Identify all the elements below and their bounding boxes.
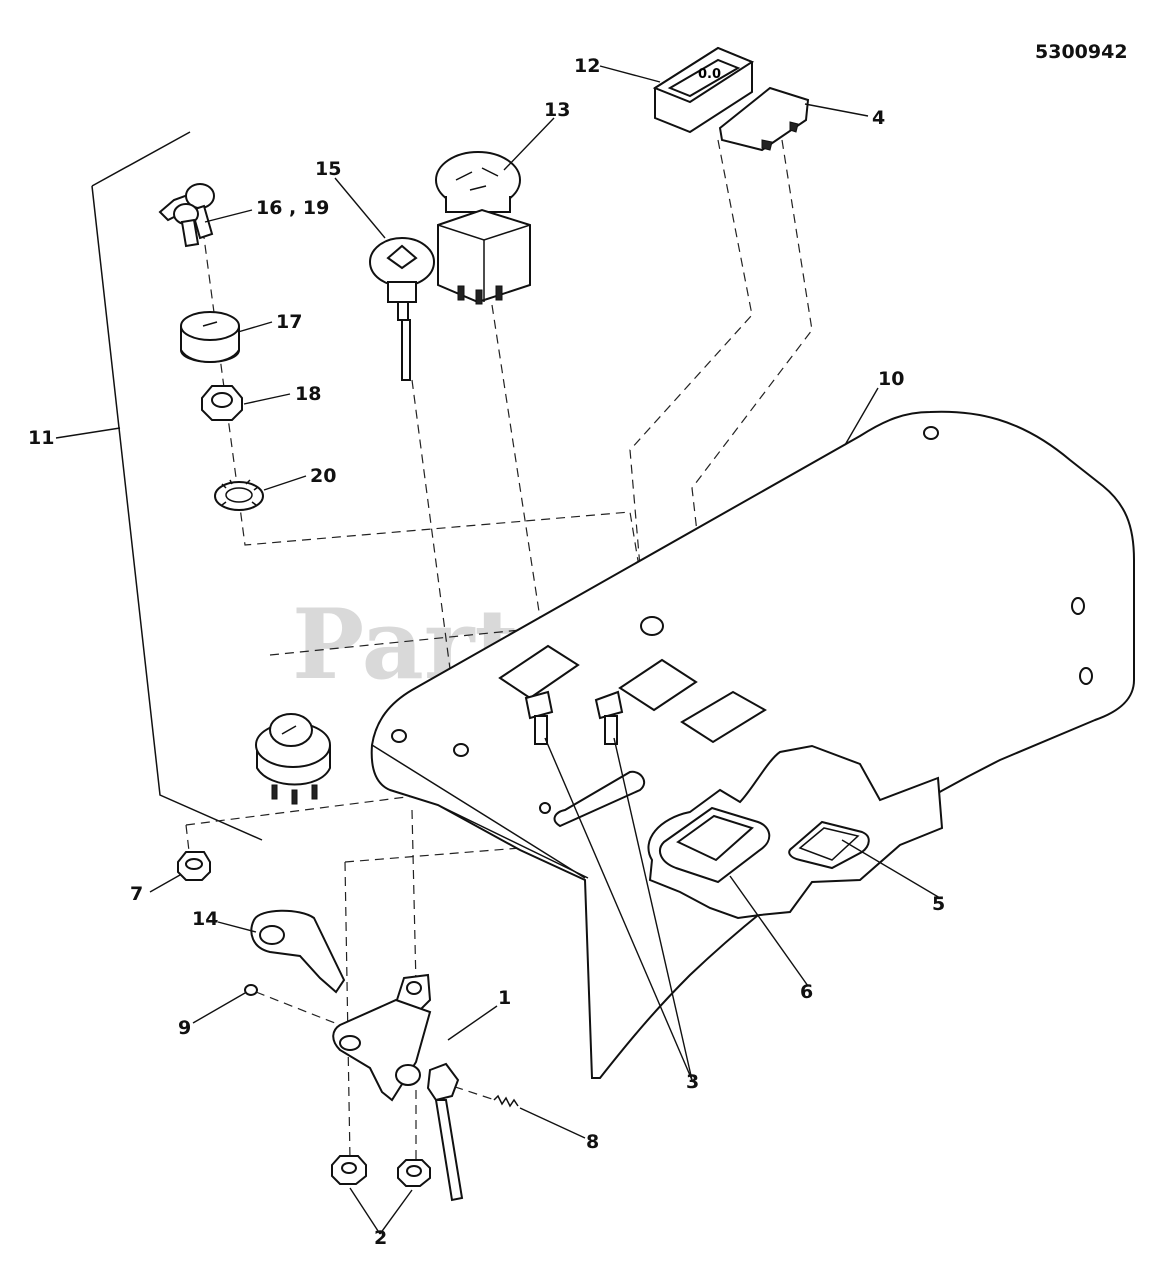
cover-part-4 — [718, 86, 810, 152]
callout-13: 13 — [544, 99, 570, 121]
callout-9: 9 — [178, 1017, 191, 1039]
callout-7: 7 — [130, 883, 143, 905]
cap-part-17 — [180, 311, 240, 363]
callout-2: 2 — [374, 1227, 387, 1249]
callout-1: 1 — [498, 987, 511, 1009]
key-part-16-19 — [158, 183, 215, 248]
spring-part-8 — [493, 1094, 519, 1108]
callout-8: 8 — [586, 1131, 599, 1153]
nut-part-2 — [331, 1155, 431, 1187]
nut-part-9 — [244, 984, 258, 996]
document-number: 5300942 — [1035, 41, 1128, 63]
callout-6: 6 — [800, 981, 813, 1003]
leader-lines — [55, 65, 941, 1235]
callout-17: 17 — [276, 311, 302, 333]
callout-15: 15 — [315, 158, 341, 180]
nut-part-18 — [201, 385, 243, 421]
ignition-switch-part-11 — [255, 713, 331, 805]
callout-3: 3 — [686, 1071, 699, 1093]
callout-11: 11 — [28, 427, 54, 449]
callout-10: 10 — [878, 368, 904, 390]
lever-part-14 — [250, 909, 346, 994]
nut-part-7 — [177, 851, 211, 881]
bolt-part-3 — [524, 690, 624, 745]
callout-16-19: 16 , 19 — [256, 197, 329, 219]
control-panel-part-10 — [370, 410, 1135, 1079]
callout-20: 20 — [310, 465, 336, 487]
callout-18: 18 — [295, 383, 321, 405]
callout-5: 5 — [932, 893, 945, 915]
hour-meter-display: 0.0 — [698, 67, 721, 82]
hour-meter-part-12: 0.0 — [652, 46, 755, 134]
assembly-lines — [185, 139, 813, 1165]
callout-12: 12 — [574, 55, 600, 77]
pto-switch-part-13 — [435, 151, 531, 305]
bracket-part-1 — [332, 973, 464, 1202]
callout-14: 14 — [192, 908, 218, 930]
callout-4: 4 — [872, 107, 885, 129]
washer-part-20 — [214, 479, 264, 511]
callout-labels: 12 13 4 15 16 , 19 17 18 20 10 11 5 6 3 … — [28, 55, 945, 1249]
frame-lines-item-11 — [91, 131, 263, 841]
knob-part-15 — [369, 237, 435, 381]
